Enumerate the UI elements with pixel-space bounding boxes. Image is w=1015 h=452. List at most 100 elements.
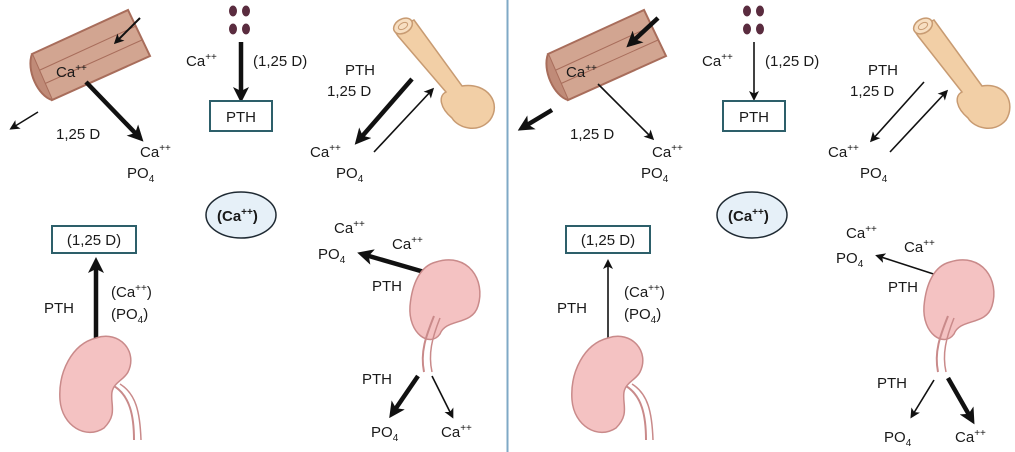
- bone-ca-label: Ca: [310, 144, 330, 161]
- bone-po4-label: PO: [336, 165, 358, 182]
- oval-ca-sup: ++: [241, 207, 253, 218]
- svg-text:Ca++: Ca++: [334, 219, 365, 237]
- vit-d-box-label: (1,25 D): [581, 232, 635, 249]
- panel-left: Ca++ 1,25 D Ca++ PO4 Ca++ (1,25 D) PTH (…: [9, 5, 496, 444]
- reabs-ca-in-label: Ca: [904, 239, 924, 256]
- kidney-ca-sup: ++: [135, 283, 147, 294]
- svg-text:Ca++: Ca++: [702, 52, 733, 70]
- vit-d-label: 1,25 D: [56, 126, 100, 143]
- reabs-ca-in-sup: ++: [923, 238, 935, 249]
- kidney-po4-close: ): [656, 306, 661, 323]
- blood-vessel-icon: [29, 8, 152, 102]
- svg-text:PO4: PO4: [860, 165, 888, 185]
- excr-po4-sub: 4: [393, 433, 399, 444]
- bone-vit-label: 1,25 D: [850, 83, 894, 100]
- vit-d-box-label: (1,25 D): [67, 232, 121, 249]
- bone-pth-label: PTH: [868, 62, 898, 79]
- arrow-ca-excretion: [431, 375, 454, 419]
- excr-ca-label: Ca: [955, 429, 975, 446]
- bone-po4-label: PO: [860, 165, 882, 182]
- svg-text:PO4: PO4: [836, 250, 864, 270]
- pth-box-label: PTH: [739, 109, 769, 126]
- absorbed-ca-sup: ++: [671, 143, 683, 154]
- bone-po4-sub: 4: [358, 174, 364, 185]
- excr-pth-label: PTH: [877, 375, 907, 392]
- diet-ca-label: Ca: [702, 53, 722, 70]
- vessel-ca-sup: ++: [585, 63, 597, 74]
- kidney-po4-sub: 4: [651, 315, 657, 326]
- blood-vessel-icon: [545, 8, 668, 102]
- arrow-po4-excretion: [910, 379, 935, 419]
- svg-text:Ca++: Ca++: [652, 143, 683, 161]
- svg-text:Ca++: Ca++: [392, 235, 423, 253]
- excr-po4-label: PO: [371, 424, 393, 441]
- absorbed-ca-label: Ca: [140, 144, 160, 161]
- reabs-ca-out-label: Ca: [334, 220, 354, 237]
- oval-ca-label: (Ca: [217, 208, 242, 225]
- bone-po4-sub: 4: [882, 174, 888, 185]
- pth-box: [209, 100, 273, 132]
- kidney-po4-label: (PO: [111, 306, 138, 323]
- svg-text:(PO4): (PO4): [624, 306, 661, 326]
- absorbed-po4-label: PO: [641, 165, 663, 182]
- svg-text:PO4: PO4: [641, 165, 669, 185]
- vit-d-box: [565, 225, 651, 254]
- absorbed-po4-sub: 4: [149, 174, 155, 185]
- diet-vit-label: (1,25 D): [253, 53, 307, 70]
- panel-right: Ca++ 1,25 D Ca++ PO4 Ca++ (1,25 D) PTH (…: [517, 5, 1011, 449]
- serum-calcium-oval: [716, 191, 788, 239]
- kidney-po4-sub: 4: [138, 315, 144, 326]
- vessel-ca-label: Ca: [56, 64, 76, 81]
- kidney-ca-close: ): [660, 284, 665, 301]
- kidney-po4-close: ): [143, 306, 148, 323]
- excr-ca-label: Ca: [441, 424, 461, 441]
- svg-text:Ca++: Ca++: [828, 143, 859, 161]
- kidney-icon: [409, 259, 481, 373]
- kidney-ca-close: ): [147, 284, 152, 301]
- kidney-icon: [923, 259, 995, 373]
- arrow-into-vessel: [113, 17, 141, 45]
- diet-ca-sup: ++: [721, 52, 733, 63]
- excr-ca-sup: ++: [974, 428, 986, 439]
- arrow-bone-release: [869, 81, 925, 143]
- arrow-ca-excretion: [946, 376, 975, 425]
- svg-text:PO4: PO4: [127, 165, 155, 185]
- bone-vit-label: 1,25 D: [327, 83, 371, 100]
- serum-calcium-oval: [205, 191, 277, 239]
- reabs-ca-out-label: Ca: [846, 225, 866, 242]
- bone-ca-sup: ++: [847, 143, 859, 154]
- arrow-into-vessel: [626, 16, 660, 48]
- kidney-icon: [571, 335, 654, 441]
- reabs-po4-sub: 4: [858, 259, 864, 270]
- excr-ca-sup: ++: [460, 423, 472, 434]
- bone-pth-label: PTH: [345, 62, 375, 79]
- diet-ca-label: Ca: [186, 53, 206, 70]
- reabs-po4-label: PO: [318, 246, 340, 263]
- food-dots-icon: [229, 5, 250, 35]
- reabs-pth-label: PTH: [372, 278, 402, 295]
- arrow-bone-deposit: [373, 87, 435, 153]
- arrow-ca-absorption: [84, 80, 144, 142]
- oval-ca-label: (Ca: [728, 208, 753, 225]
- excr-po4-label: PO: [884, 429, 906, 446]
- diet-ca-sup: ++: [205, 52, 217, 63]
- oval-ca-sup: ++: [752, 207, 764, 218]
- svg-text:Ca++: Ca++: [56, 63, 87, 81]
- absorbed-ca-label: Ca: [652, 144, 672, 161]
- svg-text:PO4: PO4: [884, 429, 912, 449]
- kidney-icon: [59, 335, 142, 441]
- arrow-po4-excretion: [389, 374, 420, 419]
- svg-text:PO4: PO4: [336, 165, 364, 185]
- pth-box: [722, 100, 786, 132]
- excr-po4-sub: 4: [906, 438, 912, 449]
- svg-text:Ca++: Ca++: [955, 428, 986, 446]
- pth-box-label: PTH: [226, 109, 256, 126]
- svg-text:(Ca++): (Ca++): [217, 207, 258, 225]
- diet-vit-label: (1,25 D): [765, 53, 819, 70]
- svg-text:Ca++: Ca++: [846, 224, 877, 242]
- svg-text:Ca++: Ca++: [566, 63, 597, 81]
- kidney-ca-label: (Ca: [624, 284, 649, 301]
- svg-text:Ca++: Ca++: [186, 52, 217, 70]
- bone-ca-sup: ++: [329, 143, 341, 154]
